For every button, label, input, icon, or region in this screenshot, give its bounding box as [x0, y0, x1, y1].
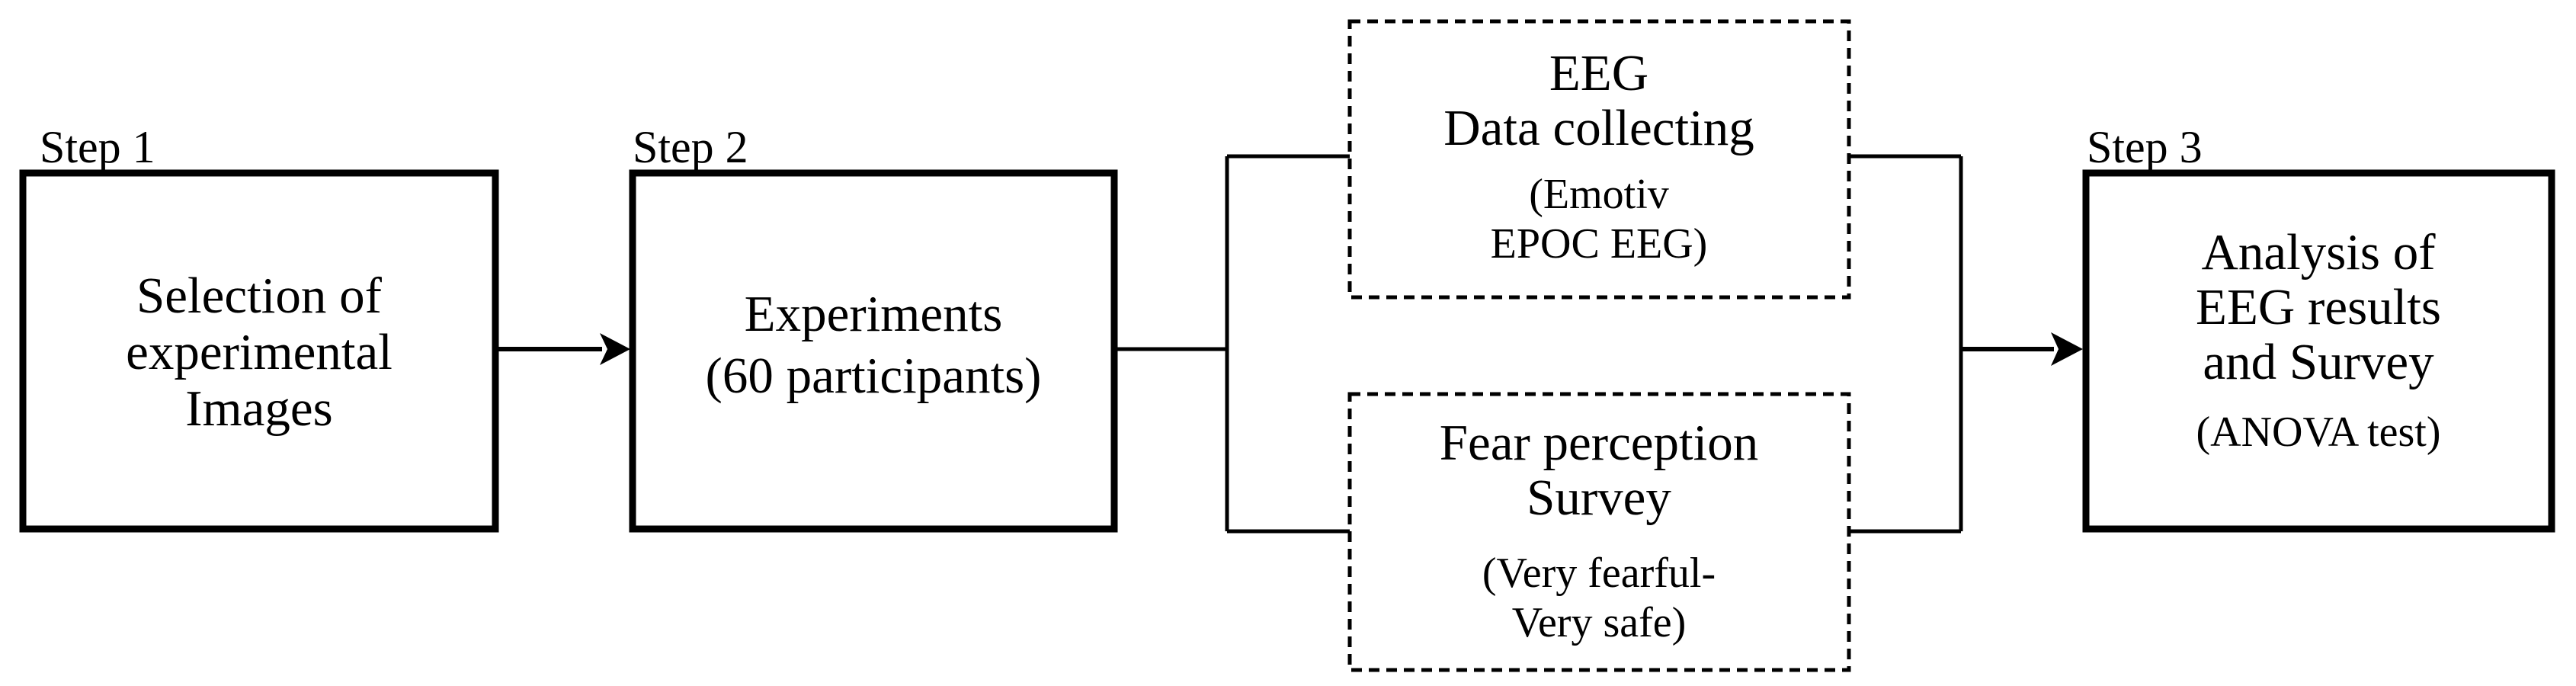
- step-2-line-2: (60 participants): [706, 348, 1042, 404]
- eeg-sub-line-1: (Emotiv: [1529, 171, 1669, 218]
- step-1-group: Step 1 Selection of experimental Images: [19, 122, 499, 533]
- step-3-box: [2082, 169, 2555, 533]
- fear-sub-line-2: Very safe): [1512, 599, 1687, 646]
- step-3-line-1: Analysis of: [2201, 224, 2436, 280]
- fear-group: Fear perception Survey (Very fearful- Ve…: [1347, 392, 1851, 672]
- step-3-line-3: and Survey: [2203, 334, 2434, 390]
- step-3-group: Step 3 Analysis of EEG results and Surve…: [2082, 122, 2555, 533]
- merge-arrow-head: [2051, 332, 2083, 366]
- step-2-box: [629, 169, 1118, 533]
- fear-line-1: Fear perception: [1440, 415, 1759, 471]
- eeg-box: [1347, 19, 1851, 300]
- step-1-line-3: Images: [185, 380, 332, 437]
- eeg-sub-line-2: EPOC EEG): [1491, 220, 1708, 268]
- eeg-line-1: EEG: [1549, 45, 1648, 101]
- arrow-step1-head: [600, 333, 630, 365]
- fear-line-2: Survey: [1527, 470, 1671, 526]
- split-connector: [1114, 154, 1350, 534]
- eeg-line-2: Data collecting: [1443, 100, 1754, 156]
- step-1-line-2: experimental: [126, 324, 392, 380]
- fear-sub-line-1: (Very fearful-: [1482, 550, 1716, 597]
- step-1-label: Step 1: [40, 122, 155, 172]
- step-3-line-2: EEG results: [2196, 279, 2441, 335]
- step-3-sub-line-1: (ANOVA test): [2196, 409, 2441, 456]
- arrow-step1-to-step2: [495, 333, 630, 365]
- step-1-line-1: Selection of: [136, 268, 383, 324]
- step-3-label: Step 3: [2087, 122, 2203, 172]
- fear-box: [1347, 392, 1851, 672]
- step-1-box: [19, 169, 499, 533]
- step-2-line-1: Experiments: [745, 286, 1003, 342]
- step-2-label: Step 2: [633, 122, 748, 172]
- eeg-group: EEG Data collecting (Emotiv EPOC EEG): [1347, 19, 1851, 300]
- merge-connector: [1849, 154, 2083, 534]
- step-2-group: Step 2 Experiments (60 participants): [629, 122, 1118, 533]
